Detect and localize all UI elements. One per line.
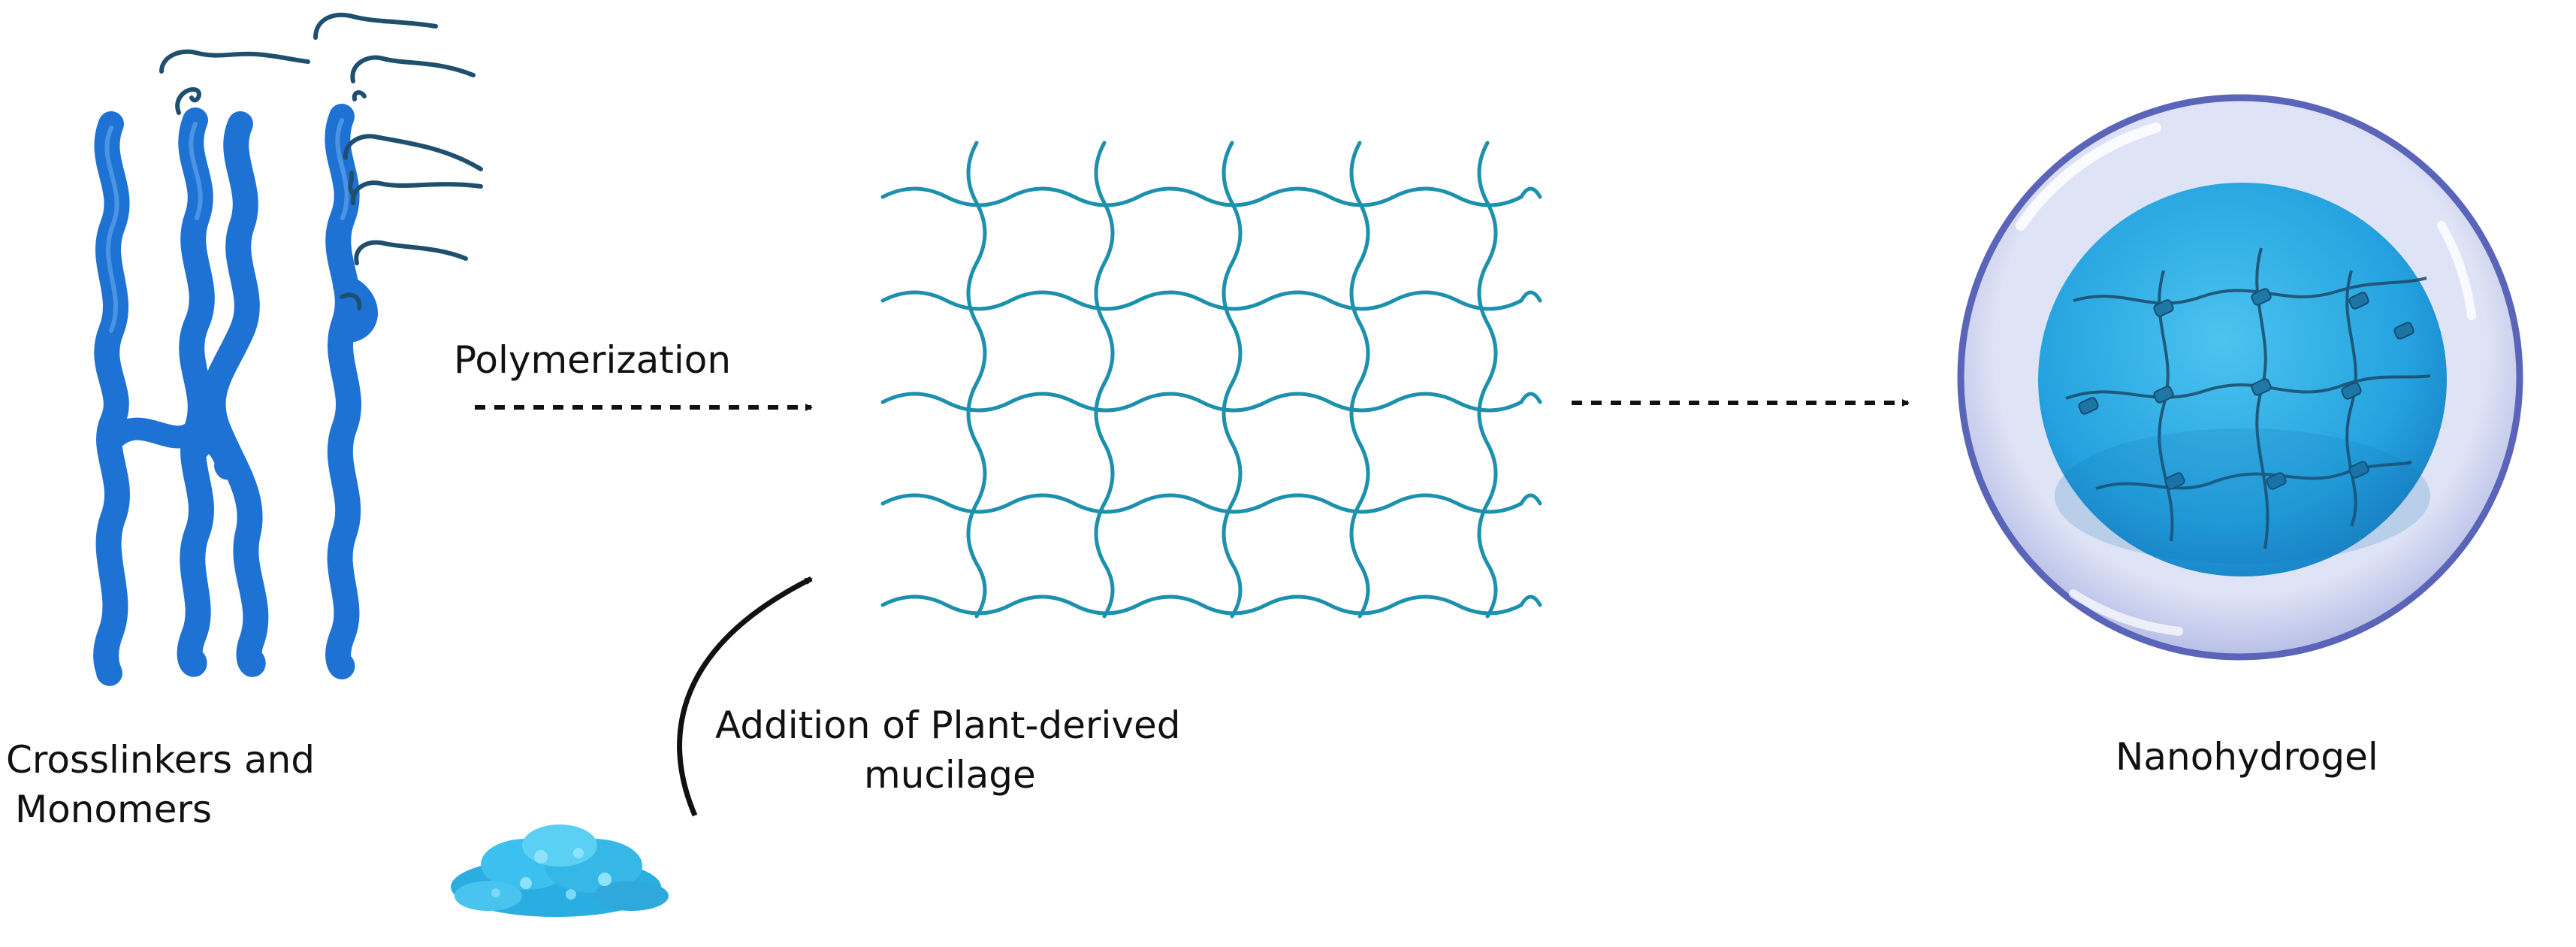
mesh-strand-vertical xyxy=(1094,141,1115,619)
polymer-chain-highlight xyxy=(104,118,349,333)
crosslink-node xyxy=(2251,288,2272,306)
nanohydrogel-sphere-icon xyxy=(1957,94,2523,661)
monomer-strand-2 xyxy=(175,87,201,115)
crosslink-node xyxy=(2341,382,2362,400)
crosslink-node xyxy=(2348,292,2369,310)
chain-crosslink-3 xyxy=(333,274,378,342)
mesh-strand-horizontal xyxy=(880,392,1542,413)
monomer-strand-9 xyxy=(348,171,355,196)
monomer-strand-4 xyxy=(350,55,476,83)
mucilage-addition-label: Addition of Plant-derived mucilage xyxy=(715,700,1181,800)
monomer-strand-10 xyxy=(352,90,367,101)
monomer-strands-icon xyxy=(159,12,483,310)
mesh-strand-vertical xyxy=(966,141,987,619)
mesh-strand-horizontal xyxy=(880,186,1542,207)
crosslink-node xyxy=(2348,461,2369,479)
monomer-strand-5 xyxy=(343,134,483,171)
addition-text-line2: mucilage xyxy=(864,753,1036,797)
nanohydrogel-label: Nanohydrogel xyxy=(2115,735,2378,779)
monomer-strand-6 xyxy=(350,180,483,205)
polymer-chains-icon xyxy=(93,104,378,686)
mucilage-addition-arrow xyxy=(677,576,813,817)
monomer-strand-1 xyxy=(159,49,310,74)
mesh-strand-vertical xyxy=(1222,141,1243,619)
mesh-strand-horizontal xyxy=(880,290,1542,311)
crosslinkers-monomers-label: Crosslinkers and Monomers xyxy=(6,735,412,834)
monomer-strand-8 xyxy=(340,292,362,310)
monomer-strand-3 xyxy=(313,12,438,40)
hydrogel-internal-network xyxy=(2065,247,2431,549)
monomers-text: Monomers xyxy=(15,788,213,831)
crosslink-node xyxy=(2266,472,2287,490)
addition-text-line1: Addition of Plant-derived xyxy=(715,703,1181,747)
polymerization-label: Polymerization xyxy=(454,338,732,382)
chain-crosslink-1 xyxy=(101,417,208,451)
gel-network-strand xyxy=(2095,461,2412,490)
chain-crosslink-2 xyxy=(186,431,239,480)
mesh-strand-vertical xyxy=(1349,141,1370,619)
crosslink-node xyxy=(2251,378,2272,396)
gel-network-strand xyxy=(2345,270,2357,527)
mucilage-powder-icon xyxy=(451,824,669,917)
mesh-strand-horizontal xyxy=(880,595,1542,616)
mesh-strand-vertical xyxy=(1477,141,1498,619)
crosslink-node xyxy=(2153,299,2174,317)
monomer-strand-7 xyxy=(354,240,468,265)
crosslinkers-text: Crosslinkers and xyxy=(6,738,316,782)
crosslink-node xyxy=(2164,472,2185,490)
polymer-chain-3 xyxy=(200,111,269,677)
crosslink-node xyxy=(2153,386,2174,404)
crosslink-node xyxy=(2393,322,2414,340)
crosslink-node xyxy=(2078,397,2099,415)
crosslinked-network-icon xyxy=(880,141,1542,619)
